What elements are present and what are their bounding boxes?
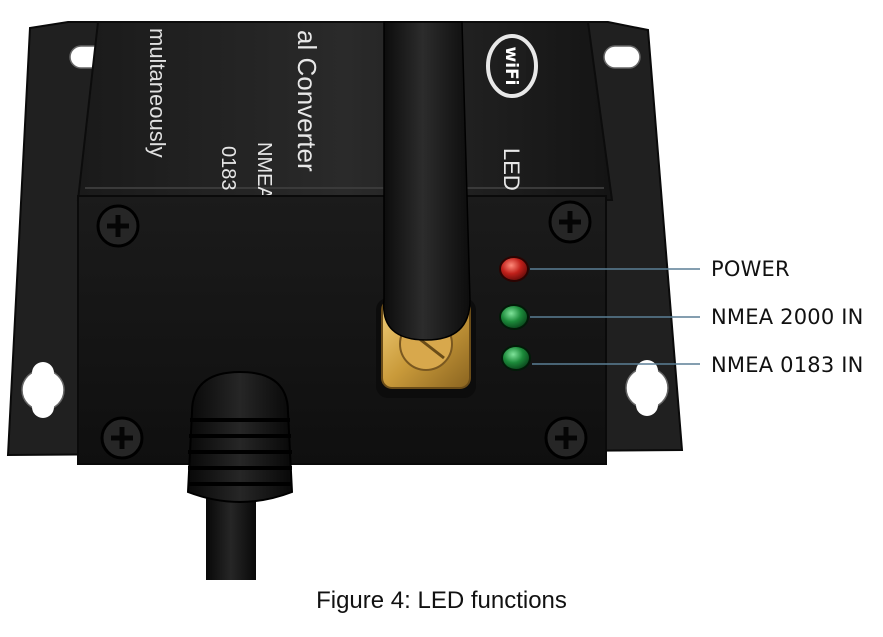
port-label-0183: 0183: [217, 146, 239, 191]
housing-text-simultaneously: multaneously: [145, 28, 170, 158]
screw-top-right: [548, 200, 592, 244]
housing-text-converter: al Converter: [292, 30, 322, 172]
led-nmea-2000-in: [499, 304, 529, 330]
mount-slot-bottom-right: [625, 360, 669, 416]
wifi-logo-text: wiFi: [501, 47, 521, 86]
housing-front: [77, 195, 607, 465]
figure-caption: Figure 4: LED functions: [316, 587, 567, 614]
screw-bottom-right: [544, 416, 588, 460]
port-label-nmea: NMEA: [253, 142, 275, 200]
mount-slot-bottom-left: [21, 362, 65, 418]
housing-top: [76, 21, 614, 201]
callout-nmea-2000-in: NMEA 2000 IN: [711, 305, 864, 329]
wifi-logo-icon: wiFi: [486, 34, 538, 98]
led-label: LED: [499, 148, 524, 191]
led-power: [499, 256, 529, 282]
screw-top-left: [96, 204, 140, 248]
screw-bottom-left: [100, 416, 144, 460]
led-nmea-0183-in: [501, 345, 531, 371]
callout-power: POWER: [711, 257, 790, 281]
antenna: [382, 21, 471, 341]
mount-slot-top-right: [603, 45, 641, 69]
callout-nmea-0183-in: NMEA 0183 IN: [711, 353, 864, 377]
nmea-0183-cable: [186, 370, 294, 580]
